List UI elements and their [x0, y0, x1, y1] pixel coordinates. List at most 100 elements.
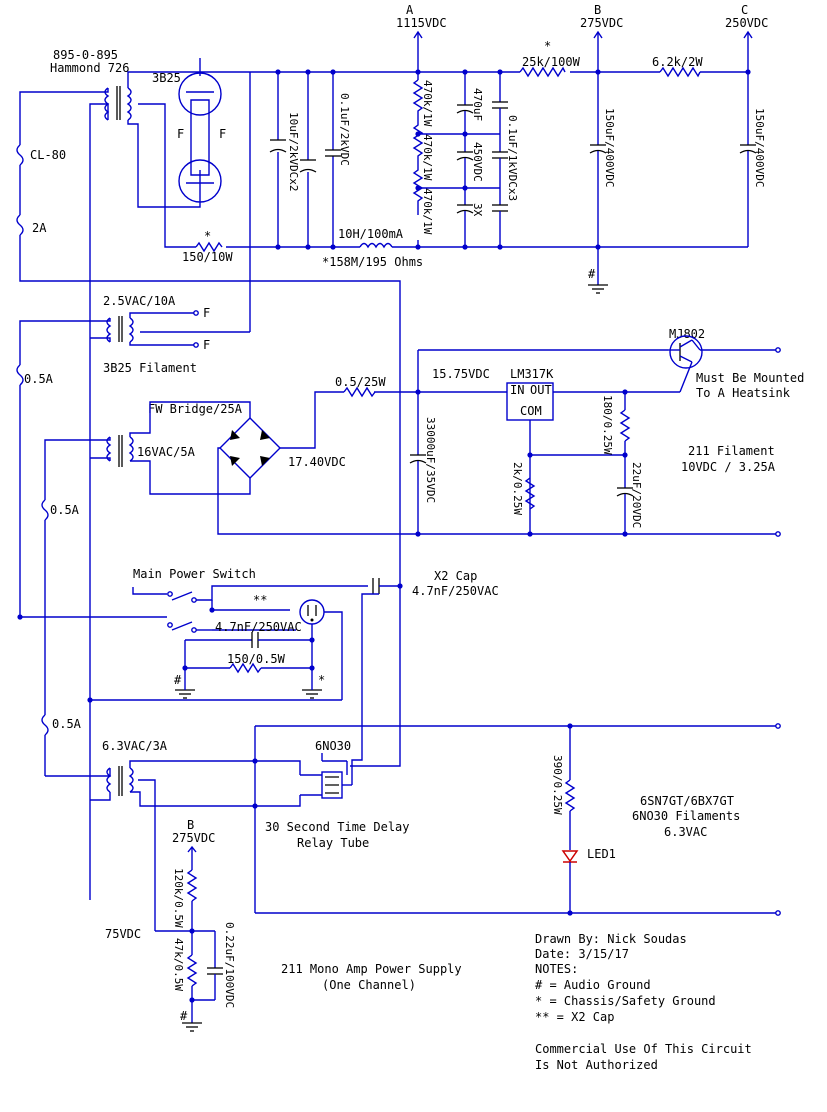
fil-note-2: 6NO30 Filaments: [632, 809, 740, 823]
fuse-cl80: [16, 144, 24, 166]
choke-note: *158M/195 Ohms: [322, 255, 423, 269]
hv-junction-dots: [275, 69, 751, 250]
bias-output-voltage: 75VDC: [105, 927, 141, 941]
x2-ground-chassis: [302, 689, 322, 699]
cap-c-label: 150uF/400VDC: [753, 108, 766, 187]
node-a-voltage: 1115VDC: [396, 16, 447, 30]
cap-b-label: 150uF/400VDC: [603, 108, 616, 187]
transformer-63vac: [106, 766, 134, 796]
hv-transformer: [104, 86, 132, 121]
r-bleed-3: 470k/1W: [421, 188, 434, 235]
fil-caption: 3B25 Filament: [103, 361, 197, 375]
cap-022uf-label: 0.22uF/100VDC: [223, 922, 236, 1008]
reg-input-voltage: 15.75VDC: [432, 367, 490, 381]
ac-outlet: [299, 599, 325, 625]
tube-name: 3B25: [152, 71, 181, 85]
transformer-63vac-label: 6.3VAC/3A: [102, 739, 168, 753]
r-series-label: 150/10W: [182, 250, 233, 264]
r-2k-label: 2k/0.25W: [511, 462, 524, 515]
relay-dots: [252, 723, 573, 916]
node-c-voltage: 250VDC: [725, 16, 768, 30]
bridge-label: FW Bridge/25A: [148, 402, 243, 416]
gnd-hash-label: #: [174, 673, 182, 687]
cap-01uf-label: 0.1uF/2kVDC: [338, 93, 351, 166]
r-bleed-2: 470k/1W: [421, 134, 434, 181]
r-25k-note: *: [544, 39, 551, 53]
transformer-16vac-label: 16VAC/5A: [137, 445, 196, 459]
fuse-05a-3: 0.5A: [52, 717, 82, 731]
fuse-05a-2: 0.5A: [50, 503, 80, 517]
r-25k-label: 25k/100W: [522, 55, 581, 69]
x2-stars: **: [253, 593, 267, 607]
cap-10uf-label: 10uF/2kVDCx2: [287, 112, 300, 191]
reg-name: LM317K: [510, 367, 554, 381]
r-390-label: 390/0.25W: [551, 755, 564, 815]
node-b-letter: B: [594, 3, 601, 17]
fuse-2a-label: 2A: [32, 221, 47, 235]
notes-item-3: ** = X2 Cap: [535, 1010, 614, 1024]
fil-transformer-rating: 2.5VAC/10A: [103, 294, 176, 308]
node-a-letter: A: [406, 3, 414, 17]
cap-22uf: 22uF/20VDC: [630, 462, 643, 528]
fil-out-f2: F: [203, 338, 210, 352]
transformer-16vac: [106, 435, 134, 467]
transistor-mj802: [668, 335, 776, 393]
r-120k-label: 120k/0.5W: [172, 868, 185, 928]
x2cap-value: 4.7nF/250VAC: [412, 584, 499, 598]
fil211-junction-dots: [415, 389, 628, 537]
bias-dots: [189, 928, 195, 1003]
x2-ground-hash: [175, 689, 195, 699]
cap-33000uf: 33000uF/35VDC: [424, 417, 437, 503]
caption-title: 211 Mono Amp Power Supply: [281, 962, 462, 976]
bridge-rectifier: [219, 417, 281, 479]
heatsink-note-2: To A Heatsink: [696, 386, 791, 400]
x2-inner-res-label: 150/0.5W: [227, 652, 286, 666]
bridge-voltage: 17.40VDC: [288, 455, 346, 469]
r-62k-label: 6.2k/2W: [652, 55, 703, 69]
bias-gnd-label: #: [180, 1009, 188, 1023]
led1-label: LED1: [587, 847, 616, 861]
choke-label: 10H/100mA: [338, 227, 404, 241]
notes-date: Date: 3/15/17: [535, 947, 629, 961]
x2-inner-cap-label: 4.7nF/250VAC: [215, 620, 302, 634]
r-in-label: 0.5/25W: [335, 375, 386, 389]
hv-ground-symbol: [588, 284, 608, 294]
cap-3x: 3X: [471, 203, 484, 217]
notes-drawn-by: Drawn By: Nick Soudas: [535, 932, 687, 946]
tube-3b25: [178, 58, 250, 203]
filament-211-title: 211 Filament: [688, 444, 775, 458]
fil-note-1: 6SN7GT/6BX7GT: [640, 794, 734, 808]
fil-out-f1: F: [203, 306, 210, 320]
switch-dots: [17, 531, 421, 703]
transistor-name: MJ802: [669, 327, 705, 341]
notes-commercial-1: Commercial Use Of This Circuit: [535, 1042, 752, 1056]
led1: [561, 850, 579, 863]
hv-transformer-brand: Hammond 726: [50, 61, 129, 75]
main-power-switch[interactable]: [167, 591, 197, 633]
relay-caption-2: Relay Tube: [297, 836, 369, 850]
r-series-note: *: [204, 229, 211, 243]
tube-f-right: F: [219, 127, 226, 141]
caption-subtitle: (One Channel): [322, 978, 416, 992]
cap-450vdc: 450VDC: [471, 142, 484, 182]
fuse-2a: [16, 214, 24, 236]
node-b-voltage: 275VDC: [580, 16, 623, 30]
bias-node-letter: B: [187, 818, 194, 832]
filament-211-spec: 10VDC / 3.25A: [681, 460, 776, 474]
fuse-05a-1: 0.5A: [24, 372, 54, 386]
bias-node-voltage: 275VDC: [172, 831, 215, 845]
gnd-star-label: *: [318, 673, 325, 687]
heatsink-note-1: Must Be Mounted: [696, 371, 804, 385]
fuse-cl80-label: CL-80: [30, 148, 66, 162]
fil-note-3: 6.3VAC: [664, 825, 707, 839]
r-180-label: 180/0.25W: [601, 395, 614, 455]
cap-470uf: 470uF: [471, 88, 484, 121]
r-47k-label: 47k/0.5W: [172, 938, 185, 991]
notes-commercial-2: Is Not Authorized: [535, 1058, 658, 1072]
r-bleed-1: 470k/1W: [421, 80, 434, 127]
reg-pin-in: IN: [510, 383, 524, 397]
fil-transformer: [106, 316, 134, 343]
hv-transformer-model: 895-0-895: [53, 48, 118, 62]
bias-ground: [182, 1022, 202, 1032]
hv-ground-hash: #: [588, 267, 596, 281]
